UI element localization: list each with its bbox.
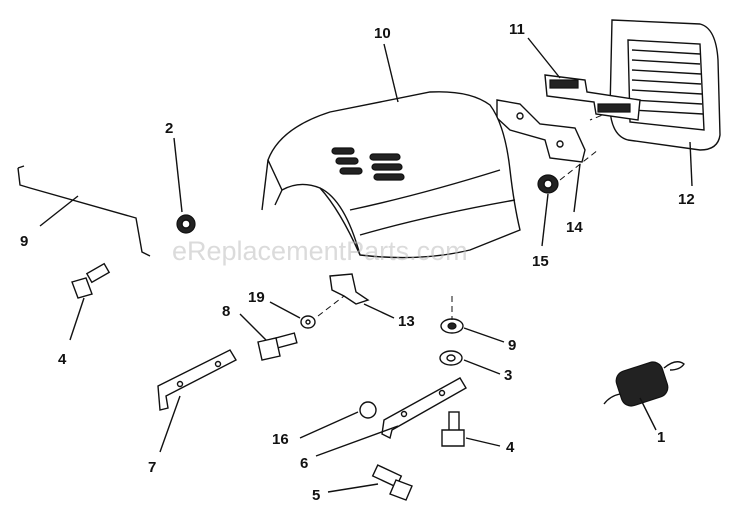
callout-12: 11: [509, 21, 525, 38]
strap-part-7: [157, 349, 237, 411]
callout-labels: 10 11 12 2 9 4 14 15 13 19 8 9 3 7 16 6 …: [20, 21, 695, 504]
callout-15: 14: [566, 219, 583, 236]
hood-part-11: [261, 91, 521, 259]
bolt-part-5: [371, 464, 413, 501]
bracket-part-12: [544, 74, 641, 121]
callout-19: 19: [248, 289, 265, 306]
callout-7: 7: [148, 459, 156, 476]
bolt-part-4-right: [441, 411, 465, 447]
callout-2: 2: [165, 120, 173, 137]
callout-13: 12: [678, 191, 695, 208]
rod-part-10: [17, 165, 151, 257]
callout-11: 10: [374, 25, 391, 42]
callout-9: 9: [508, 337, 516, 354]
grommet-part-16: [537, 174, 559, 194]
callout-16: 15: [532, 253, 549, 270]
plate-part-15: [496, 99, 586, 163]
spring-part-1: [603, 361, 685, 407]
callout-18: 16: [272, 431, 289, 448]
nut-part-9: [440, 318, 464, 334]
washer-part-19: [300, 315, 316, 329]
callout-10: 9: [20, 233, 28, 250]
callout-5: 5: [312, 487, 320, 504]
bolt-part-8: [257, 332, 298, 361]
callout-4-right: 4: [506, 439, 515, 456]
callout-1: 1: [657, 429, 665, 446]
washer-part-3: [439, 350, 463, 366]
grille-part: [589, 19, 721, 151]
leader-lines: [39, 37, 693, 493]
watermark-text: eReplacementParts.com: [172, 236, 468, 266]
strap-part-6: [381, 377, 467, 440]
callout-8: 8: [222, 303, 230, 320]
washer-part-18: [359, 401, 377, 419]
callout-14: 13: [398, 313, 415, 330]
bolt-part-4-left: [71, 262, 111, 299]
callout-4-left: 4: [58, 351, 67, 368]
callout-6: 6: [300, 455, 308, 472]
nut-part-2: [176, 214, 196, 234]
clip-part-14: [329, 273, 370, 305]
callout-3: 3: [504, 367, 512, 384]
